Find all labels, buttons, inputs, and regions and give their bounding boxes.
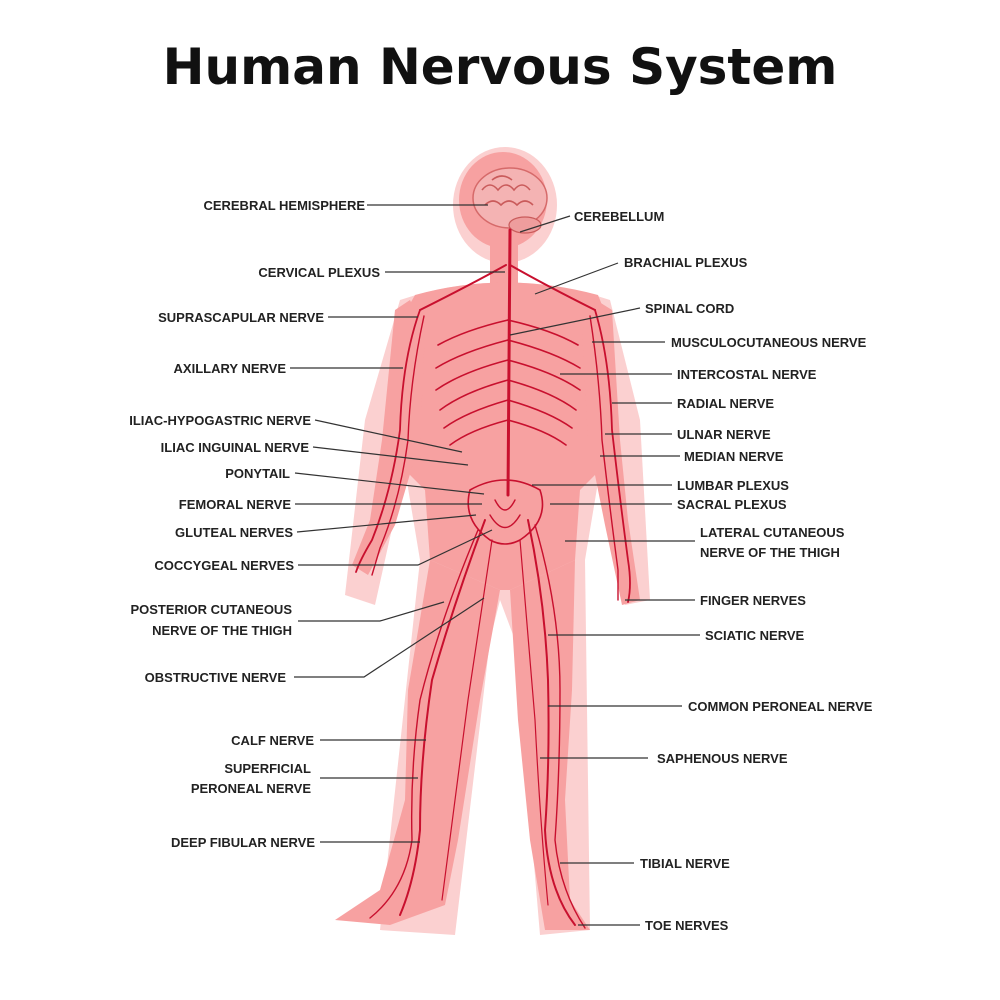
leader-coccygeal-nerves [298,529,493,566]
label-posterior-cutaneous-line2: NERVE OF THE THIGH [152,623,292,638]
label-calf-nerve: CALF NERVE [231,733,314,748]
label-spinal-cord: SPINAL CORD [645,301,734,316]
leader-spinal-cord [509,307,641,336]
labels-left: CEREBRAL HEMISPHERE CERVICAL PLEXUS SUPR… [129,198,380,850]
label-deep-fibular-nerve: DEEP FIBULAR NERVE [171,835,315,850]
label-radial-nerve: RADIAL NERVE [677,396,774,411]
leader-ponytail [294,472,485,495]
label-brachial-plexus: BRACHIAL PLEXUS [624,255,748,270]
label-ponytail: PONYTAIL [225,466,290,481]
label-cerebellum: CEREBELLUM [574,209,664,224]
label-ulnar-nerve: ULNAR NERVE [677,427,771,442]
label-iliac-inguinal-nerve: ILIAC INGUINAL NERVE [161,440,310,455]
label-sciatic-nerve: SCIATIC NERVE [705,628,805,643]
leader-lines-left [290,204,505,843]
leader-gluteal-nerves [296,514,477,533]
nerve-network [355,228,631,929]
label-femoral-nerve: FEMORAL NERVE [179,497,292,512]
label-lumbar-plexus: LUMBAR PLEXUS [677,478,789,493]
label-common-peroneal-nerve: COMMON PERONEAL NERVE [688,699,873,714]
label-gluteal-nerves: GLUTEAL NERVES [175,525,293,540]
label-tibial-nerve: TIBIAL NERVE [640,856,730,871]
leader-posterior-cutaneous [298,601,445,622]
label-lateral-cutaneous-line2: NERVE OF THE THIGH [700,545,840,560]
label-obstructive-nerve: OBSTRUCTIVE NERVE [145,670,287,685]
label-cervical-plexus: CERVICAL PLEXUS [258,265,380,280]
page-title: Human Nervous System [162,38,838,96]
label-suprascapular-nerve: SUPRASCAPULAR NERVE [158,310,324,325]
label-saphenous-nerve: SAPHENOUS NERVE [657,751,788,766]
leader-obstructive-nerve [294,597,485,678]
leader-cerebellum [519,215,571,233]
leader-iliac-inguinal-nerve [312,446,469,466]
label-posterior-cutaneous-line1: POSTERIOR CUTANEOUS [130,602,292,617]
label-toe-nerves: TOE NERVES [645,918,729,933]
label-superficial-peroneal-line1: SUPERFICIAL [224,761,311,776]
leader-iliac-hypogastric-nerve [314,419,463,453]
label-lateral-cutaneous-line1: LATERAL CUTANEOUS [700,525,845,540]
label-sacral-plexus: SACRAL PLEXUS [677,497,787,512]
label-cerebral-hemisphere: CEREBRAL HEMISPHERE [203,198,365,213]
label-axillary-nerve: AXILLARY NERVE [174,361,287,376]
label-musculocutaneous-nerve: MUSCULOCUTANEOUS NERVE [671,335,867,350]
leader-brachial-plexus [534,262,619,295]
label-superficial-peroneal-line2: PERONEAL NERVE [191,781,311,796]
label-coccygeal-nerves: COCCYGEAL NERVES [154,558,294,573]
label-iliac-hypogastric-nerve: ILIAC-HYPOGASTRIC NERVE [129,413,311,428]
label-finger-nerves: FINGER NERVES [700,593,806,608]
label-intercostal-nerve: INTERCOSTAL NERVE [677,367,817,382]
leader-lines-right [509,215,700,926]
body-fill [335,152,640,930]
label-median-nerve: MEDIAN NERVE [684,449,784,464]
labels-right: CEREBELLUM BRACHIAL PLEXUS SPINAL CORD M… [574,209,873,933]
brain-illustration [472,167,548,234]
